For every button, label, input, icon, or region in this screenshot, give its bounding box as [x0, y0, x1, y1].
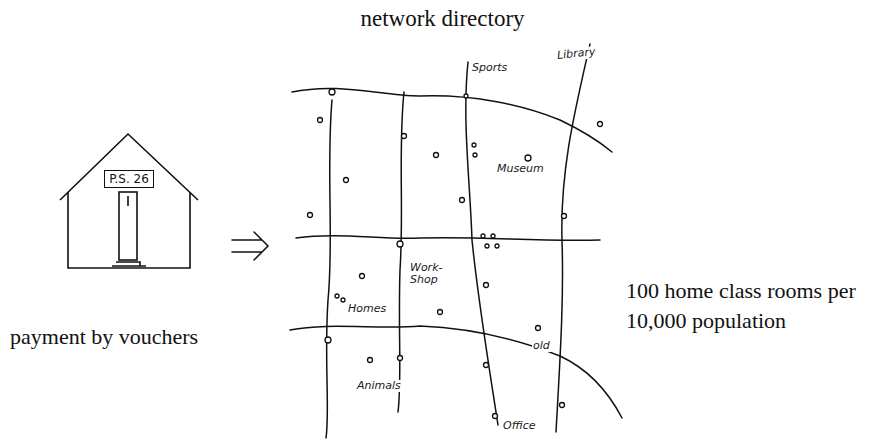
- street: [466, 62, 498, 425]
- place-label: Homes: [347, 303, 387, 315]
- house-outline: [56, 128, 202, 274]
- street: [556, 44, 590, 432]
- place-label: old: [532, 340, 551, 352]
- note: payment by vouchers: [10, 322, 198, 352]
- street: [296, 236, 600, 241]
- street: [398, 92, 404, 412]
- place-label: Sports: [471, 62, 508, 74]
- dots: [308, 89, 603, 419]
- street: [292, 88, 612, 152]
- place-label: Library: [555, 46, 597, 62]
- place-label: Animals: [356, 380, 402, 392]
- street: [290, 326, 622, 418]
- double-arrow: [232, 232, 268, 260]
- place-label: Office: [502, 420, 536, 432]
- heading: network directory: [0, 6, 885, 32]
- street: [326, 100, 332, 438]
- school-sign: P.S. 26: [104, 170, 154, 188]
- place-label: Work-Shop: [409, 262, 451, 286]
- note: 100 home class rooms per 10,000 populati…: [626, 276, 876, 335]
- school-house: P.S. 26: [56, 128, 202, 274]
- place-label: Museum: [496, 163, 545, 175]
